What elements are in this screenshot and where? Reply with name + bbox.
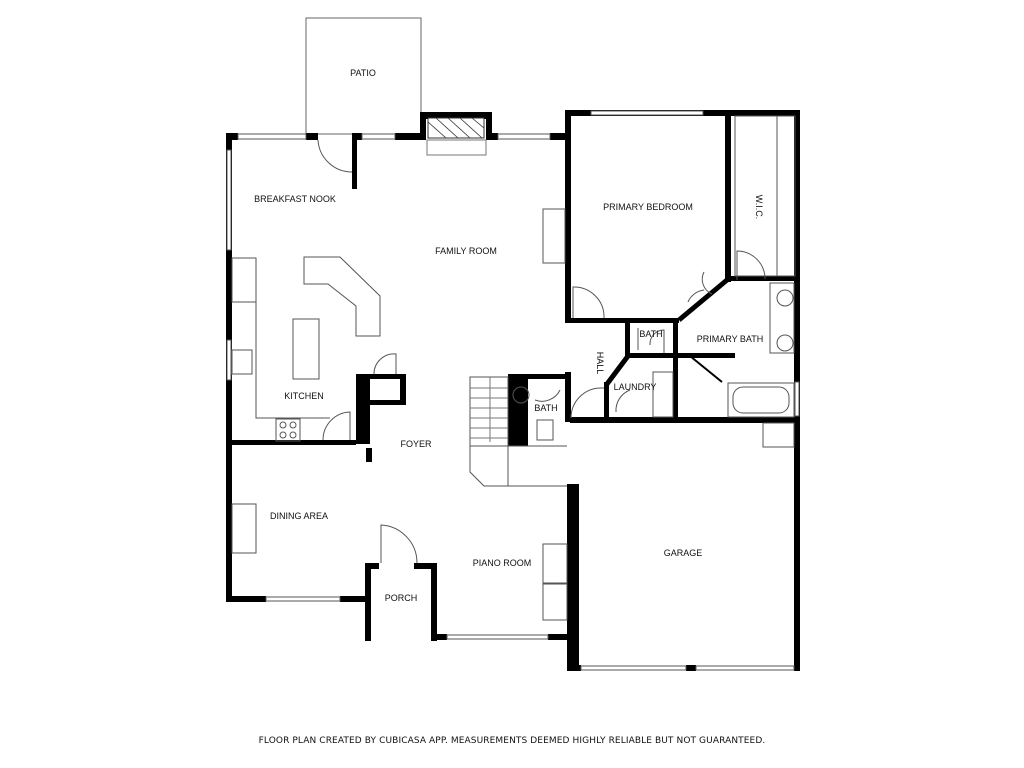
room-label-wic: W.I.C. [754,195,764,220]
fixtures [231,115,796,621]
fireplace [426,117,487,156]
room-label-primary-bedroom: PRIMARY BEDROOM [603,202,693,212]
room-label-patio: PATIO [350,68,376,78]
room-label-foyer: FOYER [400,439,432,449]
room-label-hall: HALL [595,352,605,375]
room-label-dining-area: DINING AREA [270,511,328,521]
room-label-porch: PORCH [385,593,418,603]
room-label-family-room: FAMILY ROOM [435,246,497,256]
room-label-garage: GARAGE [664,548,703,558]
room-label-laundry: LAUNDRY [614,382,657,392]
room-label-piano-room: PIANO ROOM [473,558,532,568]
room-label-bath-half: BATH [534,403,557,413]
room-label-kitchen: KITCHEN [284,391,324,401]
room-label-primary-bath: PRIMARY BATH [697,334,764,344]
room-label-breakfast-nook: BREAKFAST NOOK [254,194,336,204]
room-label-bath-small: BATH [639,329,662,339]
disclaimer-footer: FLOOR PLAN CREATED BY CUBICASA APP. MEAS… [258,736,766,746]
